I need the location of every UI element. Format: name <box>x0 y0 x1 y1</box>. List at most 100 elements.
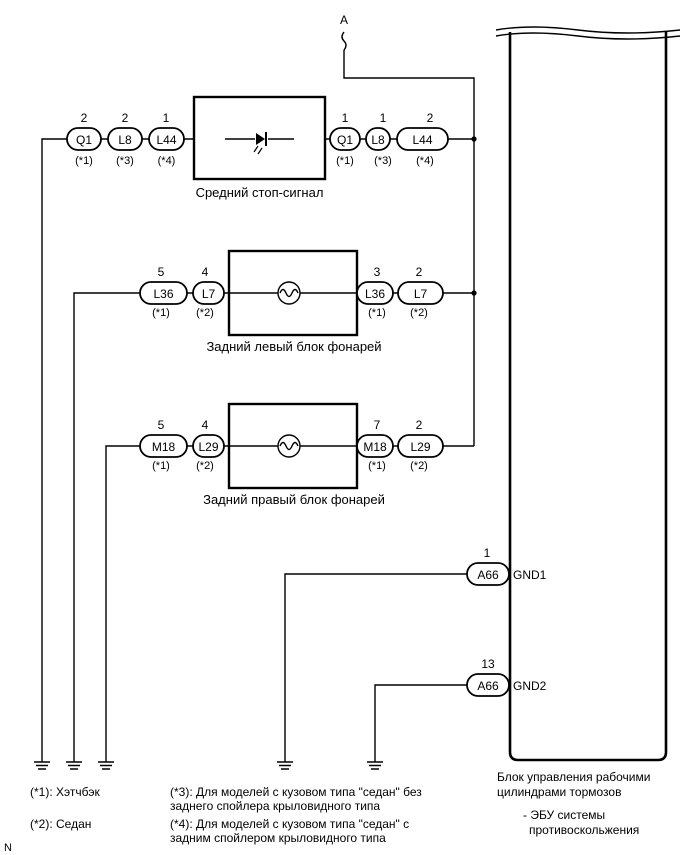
connector-note: (*1) <box>336 155 354 167</box>
ground-icon <box>34 761 50 770</box>
connector-note: (*4) <box>158 155 176 167</box>
note-3-line1: (*3): Для моделей с кузовом типа "седан"… <box>170 785 422 799</box>
ground-icon <box>98 761 114 770</box>
stop-lamp-name: Средний стоп-сигнал <box>196 185 324 200</box>
connector-note: (*2) <box>196 460 214 472</box>
pin-number: 1 <box>342 111 349 125</box>
connector-a66-gnd2: 13 A66 <box>466 657 510 697</box>
connector-id: L44 <box>412 133 432 147</box>
connector-id: L7 <box>414 287 428 301</box>
left-lamp-name: Задний левый блок фонарей <box>206 339 381 354</box>
pin-number: 1 <box>380 111 387 125</box>
component-right-lamp: Задний правый блок фонарей <box>203 402 385 507</box>
connector-id: L36 <box>153 287 173 301</box>
connector-l44-stop-left: 1 L44 (*4) <box>148 111 185 167</box>
corner-mark: N <box>4 842 12 854</box>
ecu-name-line1: Блок управления рабочими <box>497 770 650 784</box>
connector-l36-left-lamp-right: 3 L36 (*1) <box>356 265 394 319</box>
ground-symbols <box>34 761 383 770</box>
signal-a-break <box>341 31 347 51</box>
pin-number: 1 <box>163 111 170 125</box>
wire-stop-left <box>41 138 67 762</box>
ground-icon <box>66 761 82 770</box>
ecu-block: GND1 GND2 <box>495 26 681 762</box>
connector-note: (*1) <box>368 307 386 319</box>
connector-id: L29 <box>410 440 430 454</box>
connector-id: L44 <box>156 133 176 147</box>
ecu-break-line <box>495 32 681 40</box>
ground-icon <box>367 761 383 770</box>
connector-l44-stop-right: 2 L44 (*4) <box>396 111 449 167</box>
connector-q1-stop-right: 1 Q1 (*1) <box>329 111 361 167</box>
connector-note: (*3) <box>374 155 392 167</box>
pin-number: 2 <box>427 111 434 125</box>
connector-note: (*2) <box>410 460 428 472</box>
note-4-line1: (*4): Для моделей с кузовом типа "седан"… <box>170 817 409 831</box>
pin-number: 2 <box>122 111 129 125</box>
connector-m18-right-lamp-left: 5 M18 (*1) <box>139 418 188 472</box>
connector-l8-stop-left: 2 L8 (*3) <box>107 111 143 167</box>
led-icon <box>225 132 294 155</box>
wire-gnd1 <box>284 573 467 762</box>
connector-id: A66 <box>477 568 499 582</box>
connector-id: L29 <box>198 440 218 454</box>
pin-number: 2 <box>81 111 88 125</box>
connector-l7-left-lamp-right: 2 L7 (*2) <box>397 265 444 319</box>
connector-l8-stop-right: 1 L8 (*3) <box>365 111 392 167</box>
pin-number: 4 <box>202 418 209 432</box>
connector-id: Q1 <box>337 133 353 147</box>
bulb-icon <box>229 434 357 458</box>
connector-id: L36 <box>365 287 385 301</box>
connector-id: L8 <box>371 133 385 147</box>
signal-a-label: A <box>340 13 348 27</box>
note-4-line2: задним спойлером крыловидного типа <box>170 831 386 845</box>
pin-number: 5 <box>158 418 165 432</box>
connector-l7-left-lamp-left: 4 L7 (*2) <box>192 265 225 319</box>
component-left-lamp: Задний левый блок фонарей <box>206 249 382 354</box>
ecu-outline <box>508 32 668 762</box>
connector-l29-right-lamp-right: 2 L29 (*2) <box>397 418 444 472</box>
wire-gnd2 <box>374 684 467 762</box>
connector-a66-gnd1: 1 A66 <box>466 546 510 586</box>
connector-note: (*1) <box>152 307 170 319</box>
component-stop-lamp: Средний стоп-сигнал <box>192 95 327 200</box>
pin-number: 7 <box>374 418 381 432</box>
wire-signal-a <box>343 50 475 446</box>
connector-note: (*3) <box>116 155 134 167</box>
ecu-name-line2: цилиндрами тормозов <box>497 785 621 799</box>
ecu-sub-line1: - ЭБУ системы <box>523 808 605 822</box>
connector-l29-right-lamp-left: 4 L29 (*2) <box>192 418 225 472</box>
connector-m18-right-lamp-right: 7 M18 (*1) <box>356 418 394 472</box>
right-lamp-name: Задний правый блок фонарей <box>203 492 385 507</box>
pin-number: 3 <box>374 265 381 279</box>
pin-number: 4 <box>202 265 209 279</box>
ecu-caption: Блок управления рабочими цилиндрами торм… <box>497 770 650 837</box>
ecu-pin-gnd2: GND2 <box>513 679 547 693</box>
wire-left-left <box>73 292 140 762</box>
note-3-line2: заднего спойлера крыловидного типа <box>170 799 380 813</box>
note-2: (*2): Седан <box>30 817 91 831</box>
pin-number: 2 <box>416 418 423 432</box>
connector-note: (*2) <box>410 307 428 319</box>
connector-note: (*4) <box>416 155 434 167</box>
pin-number: 2 <box>416 265 423 279</box>
ground-icon <box>277 761 293 770</box>
connector-q1-stop-left: 2 Q1 (*1) <box>66 111 102 167</box>
ecu-break-line <box>495 26 681 34</box>
connector-note: (*1) <box>75 155 93 167</box>
connector-note: (*2) <box>196 307 214 319</box>
connector-note: (*1) <box>152 460 170 472</box>
connector-l36-left-lamp-left: 5 L36 (*1) <box>139 265 188 319</box>
pin-number: 13 <box>481 657 495 671</box>
wire-right-left <box>105 445 140 762</box>
connector-id: L8 <box>118 133 132 147</box>
connector-id: A66 <box>477 679 499 693</box>
ecu-sub-line2: противоскольжения <box>529 823 639 837</box>
connector-id: L7 <box>202 287 216 301</box>
connector-id: Q1 <box>76 133 92 147</box>
connector-id: M18 <box>152 440 176 454</box>
wires <box>41 31 512 762</box>
bulb-icon <box>229 281 357 305</box>
connector-note: (*1) <box>368 460 386 472</box>
